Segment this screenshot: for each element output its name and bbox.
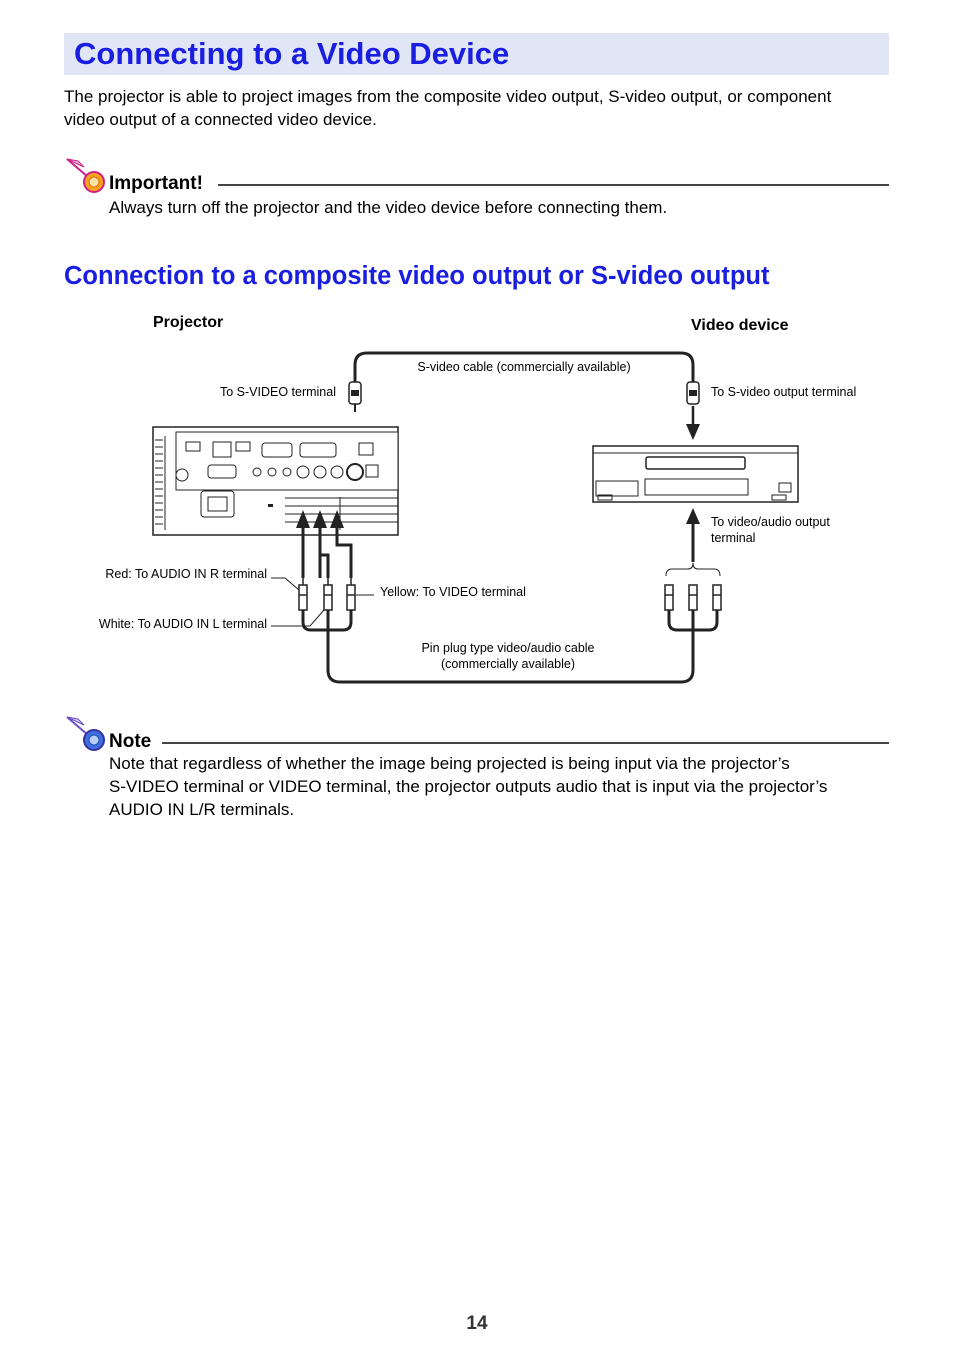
note-divider — [162, 742, 889, 744]
note-heading: Note — [109, 731, 152, 752]
video-device-vcr — [592, 445, 799, 503]
svideo-cable-label: S-video cable (commercially available) — [417, 360, 630, 374]
important-body: Always turn off the projector and the vi… — [109, 198, 668, 217]
note-pin-icon — [66, 716, 105, 751]
svideo-cable — [353, 351, 695, 385]
page-title: Connecting to a Video Device — [74, 36, 510, 71]
white-leader-line — [271, 609, 325, 627]
pin-cable-device-side — [667, 610, 719, 632]
note-line-2: S-VIDEO terminal or VIDEO terminal, the … — [109, 777, 828, 796]
svideo-plug-projector — [348, 381, 362, 412]
note-body: Note that regardless of whether the imag… — [109, 752, 899, 821]
pin-plugs-projector — [298, 578, 356, 611]
important-pin-icon — [66, 158, 105, 193]
projector-label: Projector — [153, 314, 223, 331]
title-bar — [64, 33, 889, 75]
to-svideo-output-label: To S-video output terminal — [711, 385, 856, 399]
svideo-plug-device — [686, 381, 700, 405]
device-plugs-brace — [665, 562, 721, 577]
to-video-audio-output-label-2: terminal — [711, 531, 755, 545]
arrow-down-icon — [686, 424, 700, 440]
connection-diagram: Projector Video device S-video cable (co… — [99, 314, 856, 684]
section-title: Connection to a composite video output o… — [64, 262, 770, 290]
projector-rear-panel — [152, 426, 399, 536]
intro-paragraph: The projector is able to project images … — [64, 87, 832, 129]
arrow-up-icon — [686, 508, 700, 524]
note-line-1: Note that regardless of whether the imag… — [109, 754, 790, 773]
pin-cable-label-2: (commercially available) — [441, 657, 575, 671]
to-video-audio-output-label-1: To video/audio output — [711, 515, 830, 529]
pin-plugs-device — [664, 584, 722, 611]
pin-cable-projector-side — [301, 610, 353, 632]
projector-audio-video-arrows — [296, 510, 353, 578]
page-number: 14 — [466, 1313, 488, 1334]
white-audio-label: White: To AUDIO IN L terminal — [99, 617, 267, 631]
red-audio-label: Red: To AUDIO IN R terminal — [105, 567, 267, 581]
important-heading: Important! — [109, 173, 203, 194]
note-line-3: AUDIO IN L/R terminals. — [109, 800, 295, 819]
pin-plug-cable — [326, 630, 695, 684]
video-device-label: Video device — [691, 317, 789, 334]
pin-cable-label-1: Pin plug type video/audio cable — [421, 641, 594, 655]
yellow-video-label: Yellow: To VIDEO terminal — [380, 585, 526, 599]
red-leader-line — [271, 577, 300, 591]
to-svideo-terminal-label: To S-VIDEO terminal — [220, 385, 336, 399]
important-divider — [218, 184, 889, 186]
